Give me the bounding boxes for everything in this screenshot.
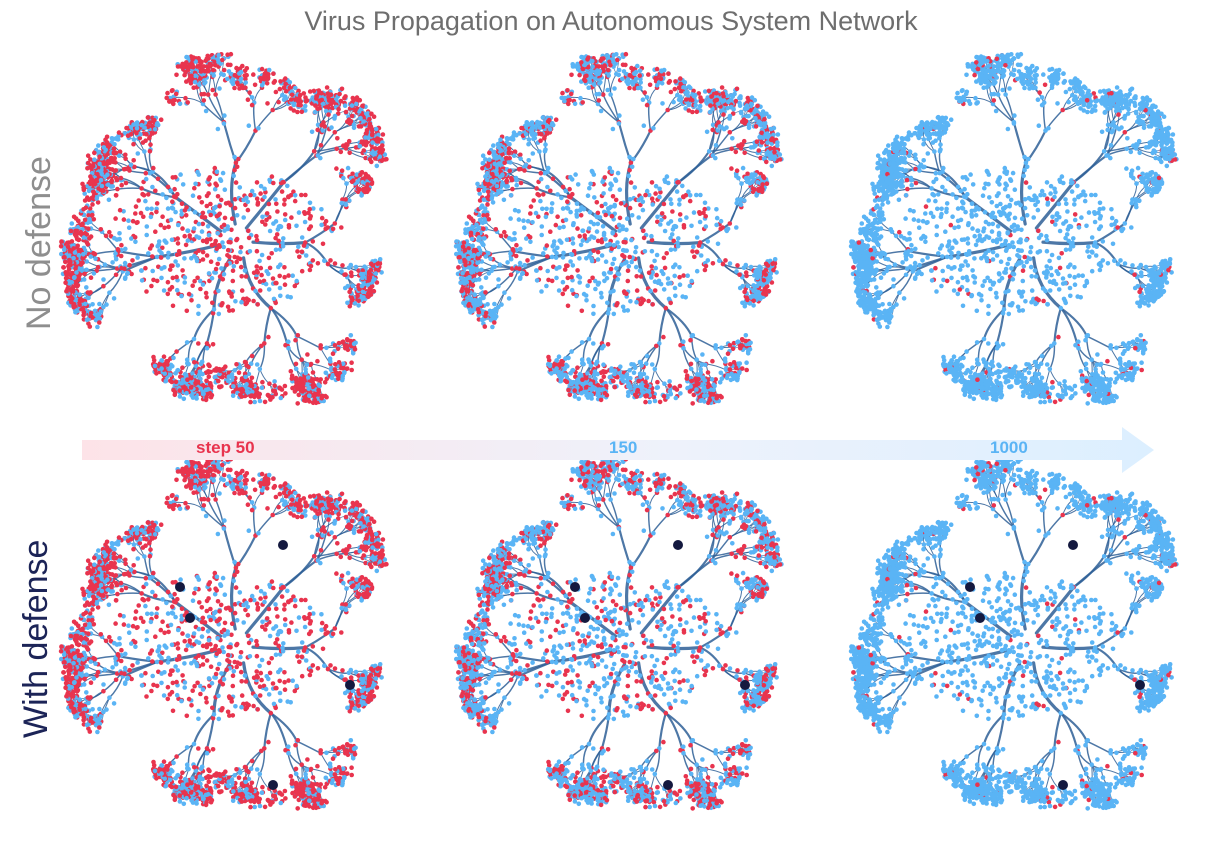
network-panel-with-defense-step-150 bbox=[453, 456, 784, 811]
time-arrow bbox=[82, 427, 1154, 473]
step-label-1000: 1000 bbox=[990, 438, 1028, 458]
network-panel-no-defense-step-150 bbox=[453, 51, 784, 406]
network-panel-no-defense-step-1000 bbox=[848, 51, 1179, 406]
step-label-150: 150 bbox=[609, 438, 637, 458]
network-panel-with-defense-step-50 bbox=[58, 456, 389, 811]
step-label-50: step 50 bbox=[196, 438, 255, 458]
figure-title: Virus Propagation on Autonomous System N… bbox=[0, 6, 1222, 37]
network-panel-with-defense-step-1000 bbox=[848, 456, 1179, 811]
network-panel-no-defense-step-50 bbox=[58, 51, 389, 406]
